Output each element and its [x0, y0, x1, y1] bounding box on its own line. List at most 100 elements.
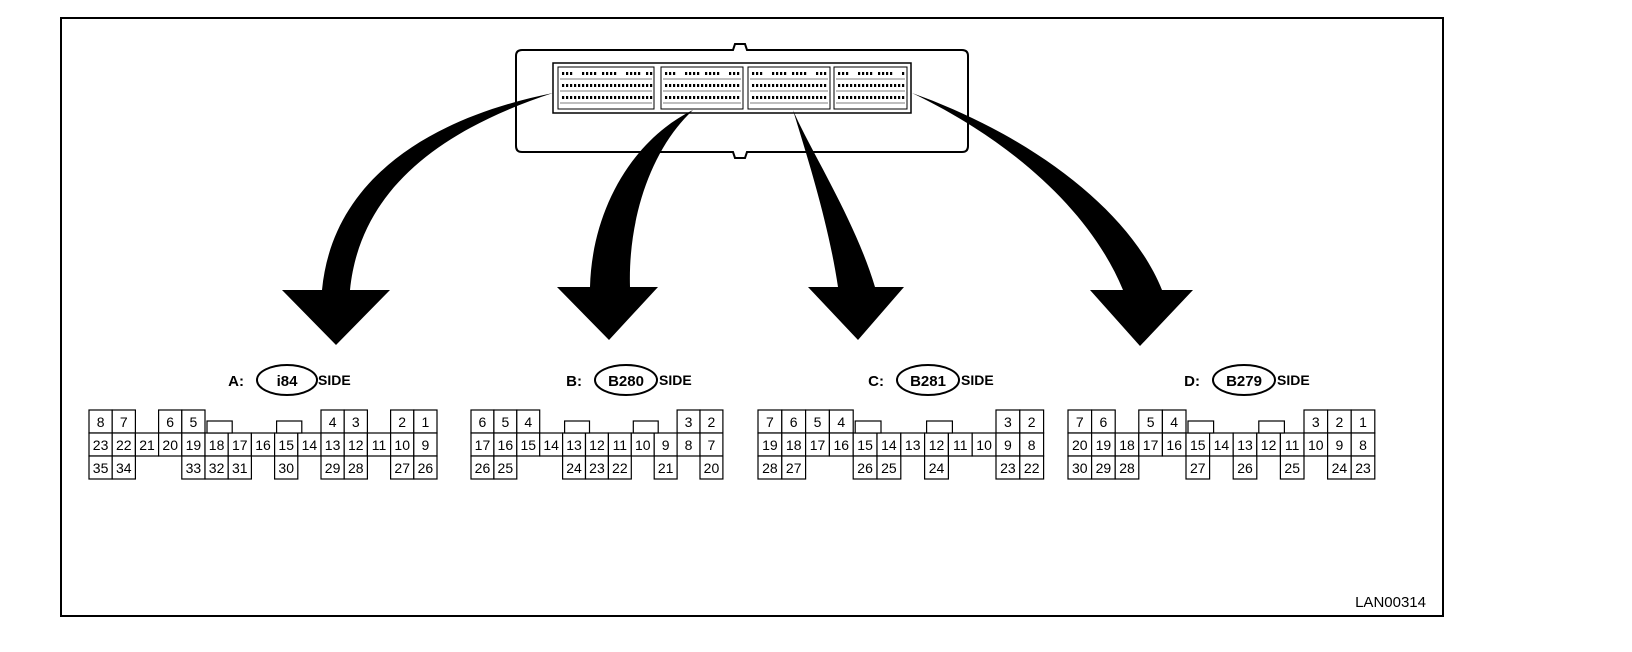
- pin-number: 23: [1355, 460, 1371, 476]
- pin-number: 13: [566, 437, 582, 453]
- pin-number: 28: [762, 460, 778, 476]
- connector-letter: B:: [566, 373, 582, 390]
- latch-tab: [276, 420, 303, 434]
- arrow-to-connector-c: [793, 110, 904, 340]
- pin-number: 21: [658, 460, 674, 476]
- pin-number: 2: [1336, 414, 1344, 430]
- pin-number: 25: [1284, 460, 1300, 476]
- pin-number: 5: [190, 414, 198, 430]
- pin-number: 4: [1170, 414, 1178, 430]
- pin-number: 23: [589, 460, 605, 476]
- pin-number: 1: [1359, 414, 1367, 430]
- side-label: SIDE: [1277, 372, 1310, 388]
- pin-number: 8: [97, 414, 105, 430]
- pin-number: 19: [1096, 437, 1112, 453]
- pin-cell: [1350, 455, 1376, 480]
- pin-number: 19: [186, 437, 202, 453]
- pin-number: 5: [814, 414, 822, 430]
- pin-number: 2: [1028, 414, 1036, 430]
- pin-number: 19: [762, 437, 778, 453]
- latch-tab: [1187, 420, 1215, 434]
- pin-number: 26: [418, 460, 434, 476]
- latch-tab: [925, 420, 953, 434]
- connector-letter: C:: [868, 373, 884, 390]
- pin-number: 6: [790, 414, 798, 430]
- pin-number: 13: [905, 437, 921, 453]
- pin-number: 13: [1237, 437, 1253, 453]
- pin-number: 10: [394, 437, 410, 453]
- pin-number: 24: [566, 460, 582, 476]
- pin-cell: [653, 455, 678, 480]
- pin-number: 3: [352, 414, 360, 430]
- pin-number: 4: [329, 414, 337, 430]
- pin-number: 35: [93, 460, 109, 476]
- pin-cell: [413, 455, 438, 480]
- pin-number: 28: [348, 460, 364, 476]
- pin-number: 8: [1359, 437, 1367, 453]
- pin-number: 21: [139, 437, 155, 453]
- pin-number: 28: [1119, 460, 1135, 476]
- pin-number: 8: [685, 437, 693, 453]
- pin-number: 27: [786, 460, 802, 476]
- pin-cell: [1019, 455, 1045, 480]
- pin-number: 20: [1072, 437, 1088, 453]
- pin-number: 14: [302, 437, 318, 453]
- side-label: SIDE: [659, 372, 692, 388]
- pin-cell: [493, 455, 518, 480]
- pin-cell: [343, 455, 369, 480]
- figure-frame: [60, 17, 1444, 617]
- pin-number: 1: [422, 414, 430, 430]
- pin-number: 23: [93, 437, 109, 453]
- pin-number: 18: [1119, 437, 1135, 453]
- latch-tab: [854, 420, 882, 434]
- pin-cell: [1232, 455, 1258, 480]
- pin-cell: [699, 455, 724, 480]
- side-label: SIDE: [961, 372, 994, 388]
- pin-number: 6: [1100, 414, 1108, 430]
- connector-code: i84: [277, 373, 299, 390]
- control-unit: [515, 43, 969, 159]
- pin-number: 14: [543, 437, 559, 453]
- connector-code-oval: [256, 364, 318, 396]
- pin-cell: [111, 455, 136, 480]
- connector-letter: D:: [1184, 373, 1200, 390]
- pin-number: 27: [394, 460, 410, 476]
- connector-code: B281: [910, 373, 946, 390]
- pin-number: 18: [209, 437, 225, 453]
- pin-number: 15: [520, 437, 536, 453]
- pin-number: 7: [1076, 414, 1084, 430]
- pin-number: 11: [953, 437, 968, 453]
- pin-number: 24: [1332, 460, 1348, 476]
- pin-number: 26: [475, 460, 491, 476]
- pin-cell: [1185, 455, 1211, 480]
- pin-number: 31: [232, 460, 248, 476]
- pin-number: 26: [857, 460, 873, 476]
- pin-number: 4: [837, 414, 845, 430]
- pin-number: 17: [475, 437, 491, 453]
- pin-cell: [227, 455, 252, 480]
- pin-cell: [274, 455, 299, 480]
- pin-number: 25: [498, 460, 514, 476]
- latch-tab: [563, 420, 591, 434]
- pin-number: 5: [1147, 414, 1155, 430]
- pin-number: 22: [116, 437, 132, 453]
- pin-number: 29: [325, 460, 341, 476]
- arrows: [282, 93, 1193, 346]
- pin-number: 11: [1285, 437, 1300, 453]
- pin-cell: [876, 455, 902, 480]
- connector-code-oval: [896, 364, 960, 396]
- pin-number: 20: [162, 437, 178, 453]
- pin-number: 23: [1000, 460, 1016, 476]
- pin-number: 17: [232, 437, 248, 453]
- pin-number: 34: [116, 460, 132, 476]
- pin-number: 4: [524, 414, 532, 430]
- pin-number: 11: [372, 437, 387, 453]
- arrow-to-connector-d: [912, 93, 1193, 346]
- pin-number: 16: [255, 437, 271, 453]
- side-label: SIDE: [318, 372, 351, 388]
- pin-number: 16: [498, 437, 514, 453]
- pin-number: 33: [186, 460, 202, 476]
- pin-number: 25: [881, 460, 897, 476]
